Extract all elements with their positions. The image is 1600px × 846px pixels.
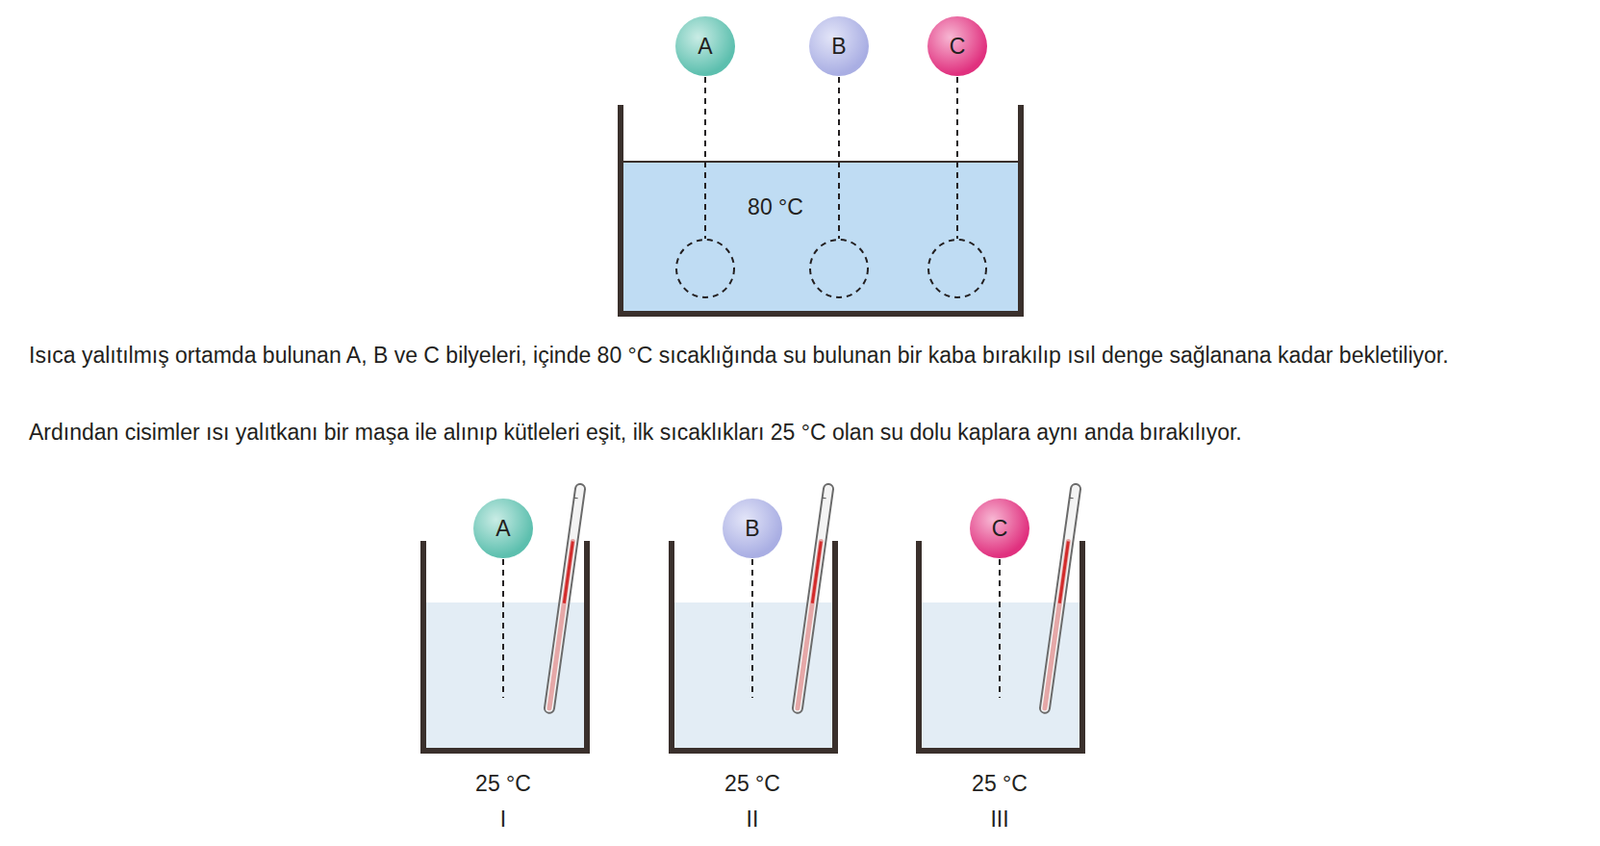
ball: B xyxy=(809,16,869,77)
temperature-label: 25 °C xyxy=(971,766,1028,801)
ball-letter: A xyxy=(495,515,510,542)
ball-letter: C xyxy=(949,33,966,60)
paragraph: Isıca yalıtılmış ortamda bulunan A, B ve… xyxy=(28,338,1569,373)
temperature-label: 25 °C xyxy=(475,766,532,801)
ball-letter: B xyxy=(744,515,760,542)
temperature-label: 25 °C xyxy=(724,766,781,801)
temperature-label: 80 °C xyxy=(747,190,804,225)
beakers xyxy=(423,487,1083,751)
hot-water xyxy=(620,161,1021,314)
ball-letter: C xyxy=(991,515,1009,542)
water-surface xyxy=(620,160,1021,163)
roman-numeral: I xyxy=(500,802,507,837)
container xyxy=(620,104,1021,314)
ball: A xyxy=(473,498,534,559)
roman-numeral: II xyxy=(746,802,760,837)
ball: B xyxy=(722,498,783,559)
roman-numeral: III xyxy=(990,802,1009,837)
dashed-paths xyxy=(676,76,987,298)
ball-letter: B xyxy=(831,33,846,60)
ball: C xyxy=(927,16,988,77)
ball: C xyxy=(969,498,1030,559)
paragraph: Ardından cisimler ısı yalıtkanı bir maşa… xyxy=(28,415,1569,450)
ball: A xyxy=(675,16,736,77)
ball-letter: A xyxy=(697,33,712,60)
